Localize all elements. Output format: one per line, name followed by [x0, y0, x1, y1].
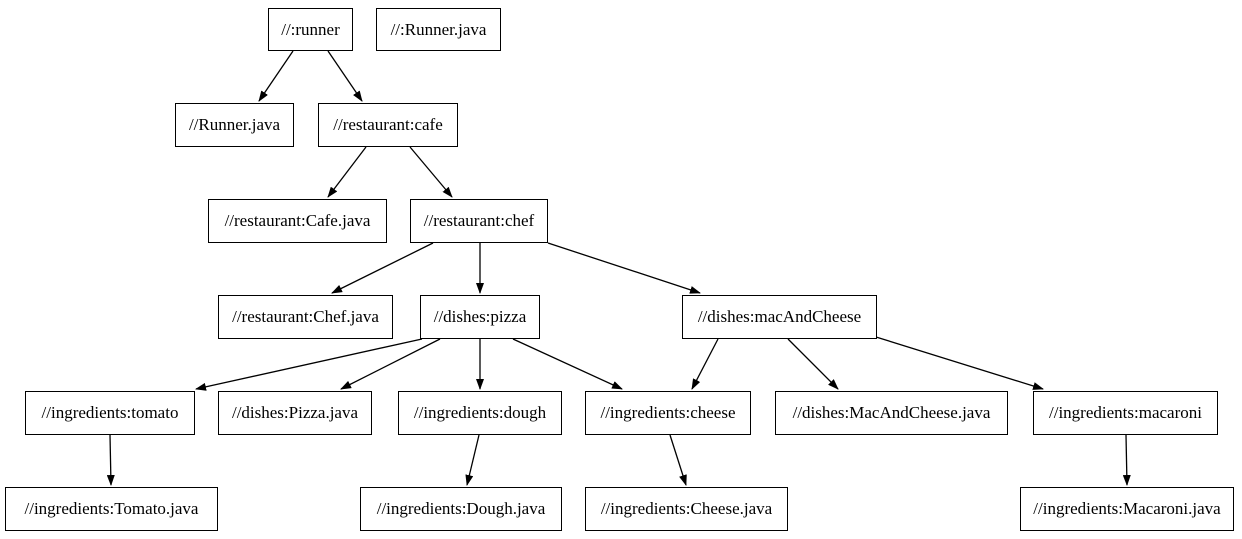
node-label: //dishes:Pizza.java [231, 403, 359, 422]
node-label: //dishes:macAndCheese [697, 307, 862, 326]
node-label: //dishes:MacAndCheese.java [792, 403, 991, 422]
node-tomato-java: //ingredients:Tomato.java [5, 487, 218, 531]
node-runner-java-file: //Runner.java [175, 103, 294, 147]
node-chef-java: //restaurant:Chef.java [218, 295, 393, 339]
node-cheese: //ingredients:cheese [585, 391, 751, 435]
edge-chef-to-mac-and-cheese [547, 242, 701, 294]
edge-cafe-to-chef [409, 146, 453, 198]
edges-group [106, 50, 1131, 486]
node-tomato: //ingredients:tomato [25, 391, 195, 435]
edge-runner-to-runner-java-file [258, 50, 294, 102]
edge-mac-and-cheese-to-cheese [691, 338, 719, 390]
node-label: //restaurant:chef [423, 211, 535, 230]
node-cafe-java: //restaurant:Cafe.java [208, 199, 387, 243]
node-pizza-java: //dishes:Pizza.java [218, 391, 372, 435]
node-label: //dishes:pizza [433, 307, 527, 326]
node-runner: //:runner [268, 8, 353, 51]
node-label: //ingredients:Cheese.java [600, 499, 773, 518]
node-mac-and-cheese: //dishes:macAndCheese [682, 295, 877, 339]
node-label: //restaurant:cafe [333, 115, 443, 134]
node-label: //ingredients:macaroni [1049, 403, 1202, 422]
edge-cafe-to-cafe-java [327, 146, 367, 198]
edge-dough-to-dough-java [465, 434, 480, 486]
node-chef: //restaurant:chef [410, 199, 548, 243]
node-runner-java: //:Runner.java [376, 8, 501, 51]
edge-runner-to-cafe [327, 50, 363, 102]
node-pizza: //dishes:pizza [420, 295, 540, 339]
node-cafe: //restaurant:cafe [318, 103, 458, 147]
node-dough: //ingredients:dough [398, 391, 562, 435]
node-label: //ingredients:Macaroni.java [1033, 499, 1221, 518]
node-label: //ingredients:Dough.java [376, 499, 546, 518]
edge-pizza-to-pizza-java [340, 338, 441, 390]
node-mac-and-cheese-java: //dishes:MacAndCheese.java [775, 391, 1008, 435]
node-label: //Runner.java [188, 115, 281, 134]
edge-tomato-to-tomato-java [106, 434, 115, 486]
node-label: //restaurant:Cafe.java [224, 211, 371, 230]
node-macaroni: //ingredients:macaroni [1033, 391, 1218, 435]
edge-chef-to-chef-java [331, 242, 434, 294]
node-label: //ingredients:dough [413, 403, 547, 422]
edge-cheese-to-cheese-java [669, 434, 687, 486]
node-label: //:Runner.java [390, 19, 487, 39]
edge-pizza-to-cheese [512, 338, 623, 390]
node-label: //:runner [281, 19, 340, 39]
edge-mac-and-cheese-to-mac-and-cheese-java [787, 338, 839, 390]
node-label: //ingredients:Tomato.java [24, 499, 199, 518]
node-cheese-java: //ingredients:Cheese.java [585, 487, 788, 531]
edge-mac-and-cheese-to-macaroni [875, 336, 1044, 390]
node-label: //ingredients:cheese [600, 403, 736, 422]
node-dough-java: //ingredients:Dough.java [360, 487, 562, 531]
node-label: //restaurant:Chef.java [232, 307, 379, 326]
node-label: //ingredients:tomato [41, 403, 179, 422]
node-macaroni-java: //ingredients:Macaroni.java [1020, 487, 1234, 531]
edge-pizza-to-tomato [195, 338, 423, 391]
edge-macaroni-to-macaroni-java [1122, 434, 1131, 486]
